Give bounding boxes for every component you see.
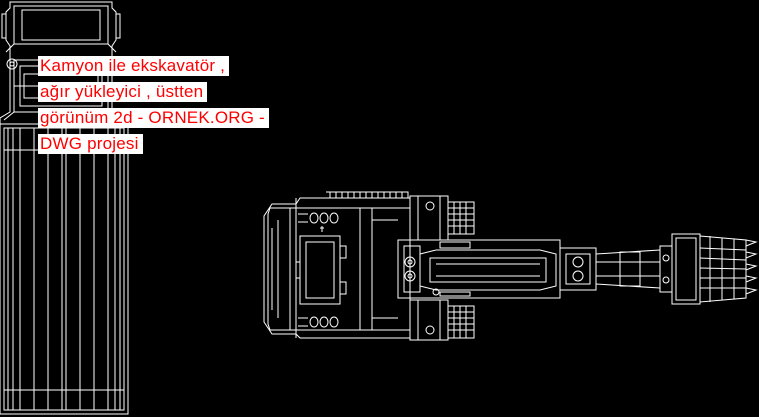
- excavator-top-view: [263, 191, 758, 341]
- caption-line-1[interactable]: Kamyon ile ekskavatör ,: [38, 56, 230, 76]
- excavator-tracks: [409, 195, 475, 341]
- excavator-house: [263, 191, 411, 339]
- excavator-bucket: [671, 233, 758, 305]
- caption-line-3[interactable]: görünüm 2d - ORNEK.ORG -: [38, 108, 269, 128]
- excavator-stick: [559, 245, 673, 293]
- caption-line-2[interactable]: ağır yükleyici , üstten: [38, 82, 208, 102]
- drawing-caption: Kamyon ile ekskavatör , ağır yükleyici ,…: [38, 56, 269, 160]
- excavator-boom: [397, 239, 561, 299]
- truck-bed: [0, 123, 129, 415]
- caption-line-4[interactable]: DWG projesi: [38, 134, 143, 154]
